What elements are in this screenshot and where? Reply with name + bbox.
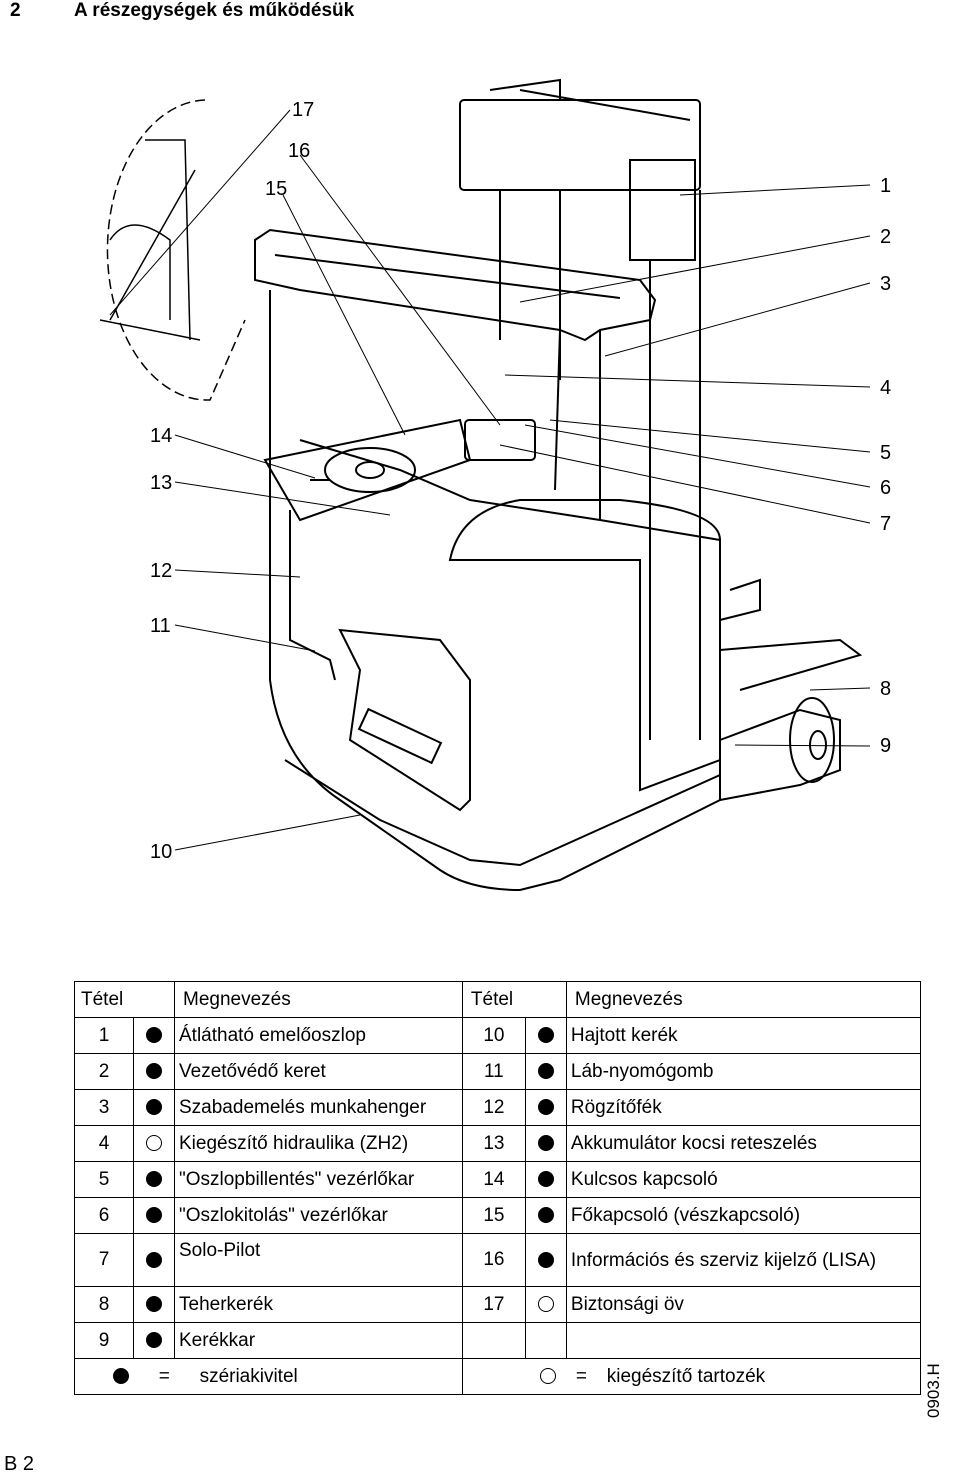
standard-dot-icon <box>146 1063 162 1080</box>
callout-12: 12 <box>150 560 172 582</box>
callout-2: 2 <box>880 226 891 248</box>
table-row: 6 "Oszlokitolás" vezérlőkar 15 Főkapcsol… <box>74 1197 922 1234</box>
callout-17: 17 <box>292 99 314 121</box>
table-row: 2 Vezetővédő keret 11 Láb-nyomógomb <box>74 1053 922 1090</box>
seat-back <box>448 499 721 792</box>
document-code: 0903.H <box>924 1363 943 1418</box>
col-header-name: Megnevezés <box>174 981 463 1018</box>
legend-equals: = <box>158 1365 170 1387</box>
legend-row: = szériakivitel = kiegészítő tartozék <box>74 1358 922 1395</box>
standard-dot-icon <box>537 1135 554 1152</box>
optional-circle-icon <box>537 1296 554 1313</box>
seatbelt-detail-circle <box>106 99 246 401</box>
standard-dot-icon <box>146 1207 162 1224</box>
callout-10: 10 <box>150 841 172 863</box>
col-header-item: Tétel <box>74 981 175 1018</box>
standard-dot-icon <box>537 1027 554 1044</box>
chapter-title: A részegységek és működésük <box>74 0 355 21</box>
overhead-guard <box>254 228 657 342</box>
callout-8: 8 <box>880 678 891 700</box>
standard-dot-icon <box>146 1171 162 1188</box>
table-row: 9 Kerékkar <box>74 1322 922 1359</box>
table-row: 8 Teherkerék 17 Biztonsági öv <box>74 1286 922 1323</box>
standard-dot-icon <box>537 1171 554 1188</box>
standard-dot-icon <box>537 1207 554 1224</box>
callout-14: 14 <box>150 425 172 447</box>
legend-optional: kiegészítő tartozék <box>606 1365 766 1387</box>
table-row: 3 Szabademelés munkahenger 12 Rögzítőfék <box>74 1089 922 1126</box>
parts-table: Tétel Megnevezés Tétel Megnevezés 1 Átlá… <box>74 981 922 1395</box>
callout-13: 13 <box>150 472 172 494</box>
chassis <box>269 290 721 892</box>
standard-dot-icon <box>146 1027 162 1044</box>
standard-dot-icon <box>537 1063 554 1080</box>
callout-6: 6 <box>880 477 891 499</box>
table-row: 7 Solo-Pilot 16 Információs és szerviz k… <box>74 1233 922 1287</box>
optional-circle-icon <box>146 1135 162 1152</box>
callout-15: 15 <box>265 178 287 200</box>
standard-dot-icon <box>146 1332 162 1349</box>
col-header-item-right: Tétel <box>461 981 567 1018</box>
brand-plate <box>357 707 443 765</box>
callout-3: 3 <box>880 273 891 295</box>
standard-dot-icon <box>146 1296 162 1313</box>
wheel-arm <box>719 708 841 801</box>
forklift-drawing: 17 16 15 1 2 3 4 5 6 7 8 9 10 11 12 13 1… <box>99 78 891 892</box>
legend-equals-optional: = <box>575 1365 587 1387</box>
optional-circle-icon <box>540 1368 557 1385</box>
callout-1: 1 <box>880 175 891 197</box>
table-row: 1 Átlátható emelőoszlop 10 Hajtott kerék <box>74 1017 922 1054</box>
standard-dot-icon <box>537 1099 554 1116</box>
callout-4: 4 <box>880 377 891 399</box>
steering-wheel <box>324 447 416 493</box>
table-header-row: Tétel Megnevezés Tétel Megnevezés <box>74 981 922 1018</box>
standard-dot-icon <box>146 1251 162 1268</box>
mast <box>459 99 701 191</box>
legend-standard: szériakivitel <box>199 1365 298 1387</box>
standard-dot-icon <box>113 1368 129 1385</box>
table-row: 4 Kiegészítő hidraulika (ZH2) 13 Akkumul… <box>74 1125 922 1162</box>
callout-5: 5 <box>880 442 891 464</box>
standard-dot-icon <box>537 1251 554 1268</box>
callout-7: 7 <box>880 513 891 535</box>
fork <box>719 578 863 691</box>
table-row: 5 "Oszlopbillentés" vezérlőkar 14 Kulcso… <box>74 1161 922 1198</box>
standard-dot-icon <box>146 1099 162 1116</box>
callout-9: 9 <box>880 735 891 757</box>
load-wheel <box>789 697 835 783</box>
chapter-number: 2 <box>10 0 21 21</box>
col-header-name-right: Megnevezés <box>565 981 922 1018</box>
callout-16: 16 <box>288 140 310 162</box>
page-number: B 2 <box>4 1453 35 1475</box>
callout-11: 11 <box>150 615 171 637</box>
